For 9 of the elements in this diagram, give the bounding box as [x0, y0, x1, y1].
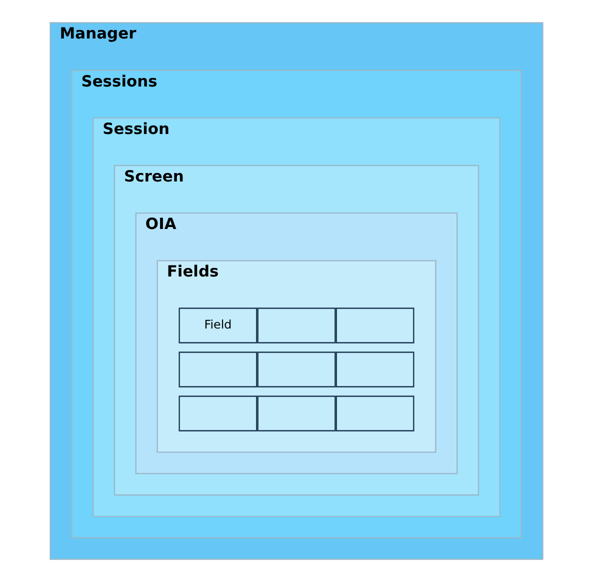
node-box	[256, 396, 336, 432]
node-box	[178, 396, 257, 432]
node-box	[178, 352, 257, 388]
node-box: Field	[178, 308, 257, 344]
node-box	[335, 352, 414, 388]
node-box	[335, 396, 414, 432]
node-box	[256, 308, 336, 344]
node-box	[256, 352, 336, 388]
node-box	[335, 308, 414, 344]
